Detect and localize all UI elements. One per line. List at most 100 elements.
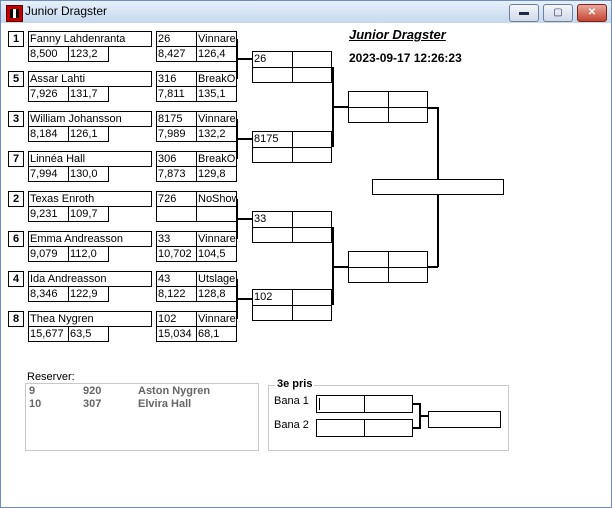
driver-name[interactable]: Fanny Lahdenranta — [28, 31, 152, 47]
trap-speed[interactable]: 126,4 — [196, 46, 237, 62]
reaction-time[interactable]: 15,677 — [28, 326, 69, 342]
car-number[interactable]: 26 — [156, 31, 197, 47]
driver-name[interactable]: Texas Enroth — [28, 191, 152, 207]
trap-speed[interactable]: 135,1 — [196, 86, 237, 102]
semifinal-slot[interactable]: 8175 — [252, 131, 332, 163]
reaction-time[interactable]: 9,231 — [28, 206, 69, 222]
driver-name[interactable]: Thea Nygren — [28, 311, 152, 327]
final-slot[interactable] — [348, 251, 428, 283]
elapsed-time[interactable]: 10,702 — [156, 246, 197, 262]
seed-number: 2 — [8, 191, 24, 207]
dial-speed[interactable]: 63,5 — [68, 326, 109, 342]
reaction-time[interactable]: 8,346 — [28, 286, 69, 302]
race-status[interactable]: Utslagen — [196, 271, 237, 287]
trap-speed[interactable] — [196, 206, 237, 222]
dial-speed[interactable]: 112,0 — [68, 246, 109, 262]
reserves-label: Reserver: — [25, 371, 77, 383]
driver-name[interactable]: Linnéa Hall — [28, 151, 152, 167]
bracket-connector — [236, 58, 252, 60]
third-place-label: 3e pris — [275, 378, 315, 390]
bracket-connector — [428, 266, 438, 268]
car-number[interactable]: 33 — [156, 231, 197, 247]
app-icon — [6, 5, 23, 22]
driver-name[interactable]: William Johansson — [28, 111, 152, 127]
car-number[interactable]: 43 — [156, 271, 197, 287]
reserve-row[interactable]: 10 — [29, 398, 41, 410]
car-number: 26 — [254, 53, 267, 65]
reaction-time[interactable]: 8,184 — [28, 126, 69, 142]
bracket-connector — [236, 218, 252, 220]
event-title: Junior Dragster — [349, 27, 446, 42]
reserve-name: Elvira Hall — [138, 398, 192, 410]
elapsed-time[interactable]: 7,811 — [156, 86, 197, 102]
bracket-connector — [332, 106, 348, 108]
car-number[interactable]: 8175 — [156, 111, 197, 127]
bracket-connector — [332, 266, 348, 268]
bracket-connector — [413, 427, 421, 429]
reaction-time[interactable]: 7,926 — [28, 86, 69, 102]
bracket-connector — [419, 415, 428, 417]
text-cursor — [319, 398, 320, 410]
race-status[interactable]: BreakOut — [196, 151, 237, 167]
trap-speed[interactable]: 132,2 — [196, 126, 237, 142]
semifinal-slot[interactable]: 102 — [252, 289, 332, 321]
reserve-row[interactable]: 9 — [29, 385, 35, 397]
car-number[interactable]: 726 — [156, 191, 197, 207]
race-status[interactable]: Vinnare — [196, 311, 237, 327]
trap-speed[interactable]: 128,8 — [196, 286, 237, 302]
third-place-panel — [268, 385, 509, 451]
dial-speed[interactable]: 109,7 — [68, 206, 109, 222]
reserve-number: 920 — [83, 385, 102, 397]
dial-speed[interactable]: 130,0 — [68, 166, 109, 182]
seed-number: 4 — [8, 271, 24, 287]
race-status[interactable]: Vinnare — [196, 231, 237, 247]
elapsed-time[interactable] — [156, 206, 197, 222]
winner-field[interactable] — [372, 179, 504, 195]
driver-name[interactable]: Assar Lahti — [28, 71, 152, 87]
lane-2-field[interactable] — [316, 419, 413, 437]
race-status[interactable]: BreakOut — [196, 71, 237, 87]
reserves-panel — [25, 383, 259, 451]
elapsed-time[interactable]: 8,122 — [156, 286, 197, 302]
bracket-connector — [413, 403, 421, 405]
seed-number: 5 — [8, 71, 24, 87]
dial-speed[interactable]: 123,2 — [68, 46, 109, 62]
elapsed-time[interactable]: 7,989 — [156, 126, 197, 142]
minimize-button[interactable]: ▬ — [509, 4, 539, 22]
car-number: 8175 — [254, 133, 279, 145]
seed-number: 8 — [8, 311, 24, 327]
dial-speed[interactable]: 122,9 — [68, 286, 109, 302]
title-bar[interactable]: Junior Dragster ▬ ▢ ✕ — [1, 1, 611, 24]
reserve-position: 10 — [29, 398, 42, 410]
trap-speed[interactable]: 129,8 — [196, 166, 237, 182]
semifinal-slot[interactable]: 26 — [252, 51, 332, 83]
trap-speed[interactable]: 104,5 — [196, 246, 237, 262]
trap-speed[interactable]: 68,1 — [196, 326, 237, 342]
car-number[interactable]: 316 — [156, 71, 197, 87]
dial-speed[interactable]: 131,7 — [68, 86, 109, 102]
car-number[interactable]: 306 — [156, 151, 197, 167]
bracket-connector — [236, 138, 252, 140]
race-status[interactable]: Vinnare — [196, 31, 237, 47]
elapsed-time[interactable]: 7,873 — [156, 166, 197, 182]
reaction-time[interactable]: 8,500 — [28, 46, 69, 62]
reaction-time[interactable]: 7,994 — [28, 166, 69, 182]
third-place-winner-field[interactable] — [428, 411, 501, 428]
elapsed-time[interactable]: 8,427 — [156, 46, 197, 62]
driver-name[interactable]: Emma Andreasson — [28, 231, 152, 247]
race-status[interactable]: Vinnare — [196, 111, 237, 127]
dial-speed[interactable]: 126,1 — [68, 126, 109, 142]
driver-name[interactable]: Ida Andreasson — [28, 271, 152, 287]
car-number[interactable]: 102 — [156, 311, 197, 327]
final-slot[interactable] — [348, 91, 428, 123]
reaction-time[interactable]: 9,079 — [28, 246, 69, 262]
close-button[interactable]: ✕ — [577, 4, 607, 22]
semifinal-slot[interactable]: 33 — [252, 211, 332, 243]
reserve-position: 9 — [29, 385, 36, 397]
car-number: 102 — [254, 291, 273, 303]
race-status[interactable]: NoShow — [196, 191, 237, 207]
window-title: Junior Dragster — [25, 4, 108, 18]
maximize-button[interactable]: ▢ — [543, 4, 573, 22]
elapsed-time[interactable]: 15,034 — [156, 326, 197, 342]
lane-1-field[interactable] — [316, 395, 413, 413]
